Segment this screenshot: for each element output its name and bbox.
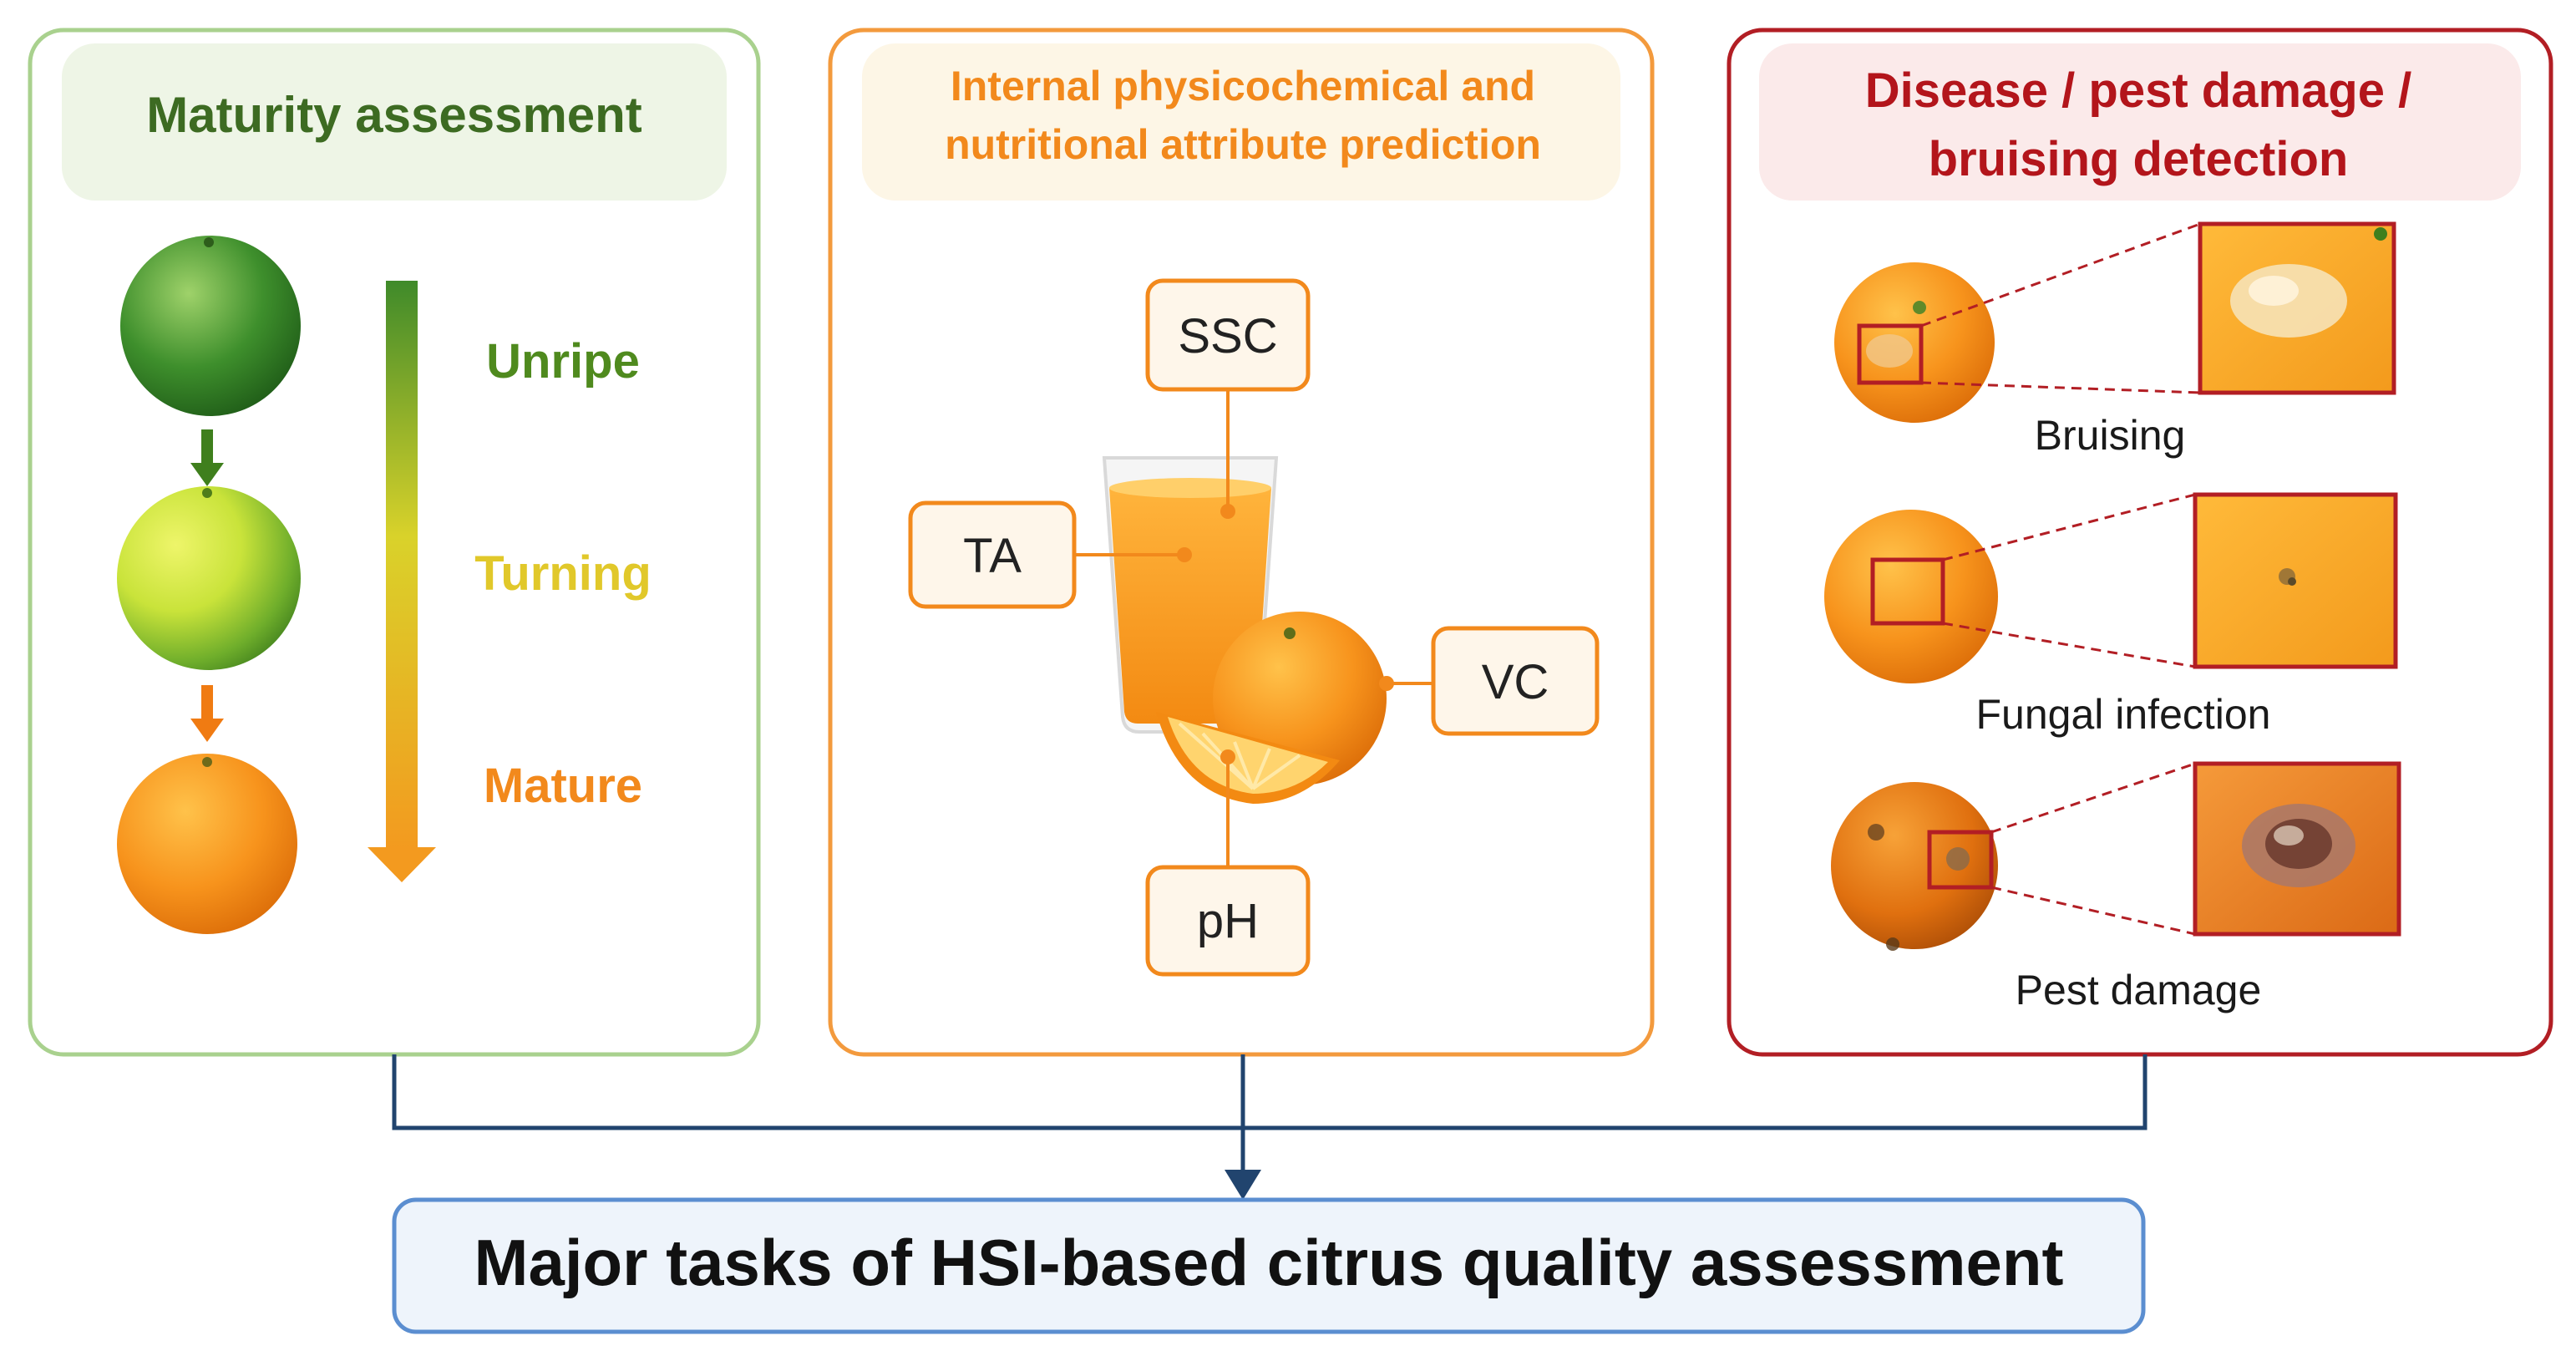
stage-label-turning: Turning	[474, 546, 652, 601]
disease-detection-panel: Disease / pest damage / bruising detecti…	[1727, 28, 2553, 1057]
pest-damage-label: Pest damage	[2016, 967, 2262, 1013]
stage-down-arrow	[190, 429, 224, 486]
attribute-box-ph: pH	[1145, 865, 1311, 977]
attribute-label-ta: TA	[963, 529, 1022, 583]
disease-panel-title-line2: bruising detection	[1929, 132, 2349, 186]
attribute-label-ssc: SSC	[1178, 309, 1277, 363]
attribute-box-vc: VC	[1431, 626, 1600, 736]
yellow-green-orange-icon	[117, 486, 301, 670]
stage-down-arrow	[190, 685, 224, 742]
internal-panel-title-line2: nutritional attribute prediction	[945, 121, 1541, 168]
stage-label-unripe: Unripe	[486, 334, 640, 389]
fungal-orange-icon	[1824, 510, 1998, 683]
disease-panel-title-line1: Disease / pest damage /	[1865, 63, 2411, 118]
summary-title: Major tasks of HSI-based citrus quality …	[474, 1226, 2063, 1299]
pest-damaged-orange-icon	[1831, 782, 1998, 951]
internal-panel-title-line1: Internal physicochemical and	[951, 63, 1535, 109]
green-orange-icon	[120, 236, 301, 416]
attribute-connector-dots	[1177, 504, 1394, 764]
orange-slice-icon	[1156, 712, 1340, 804]
attribute-box-ssc: SSC	[1145, 278, 1311, 392]
stage-label-mature: Mature	[484, 759, 642, 813]
pest-damage-example: Pest damage	[1831, 761, 2401, 1013]
fungal-infection-example: Fungal infection	[1824, 492, 2398, 738]
fungal-infection-label: Fungal infection	[1975, 691, 2270, 738]
pest-zoom-view	[2193, 761, 2401, 937]
summary-connectors	[392, 1054, 2148, 1173]
bruising-zoom-view	[2198, 221, 2396, 395]
ripening-gradient-arrow	[368, 281, 436, 882]
ripe-orange-icon	[117, 754, 297, 934]
roi-box	[1870, 557, 1945, 626]
attribute-label-ph: pH	[1197, 894, 1259, 948]
roi-box	[1927, 830, 1994, 890]
maturity-panel: Maturity assessment Unripe Turning	[28, 28, 761, 1057]
internal-attributes-panel: Internal physicochemical and nutritional…	[828, 28, 1655, 1057]
attribute-box-ta: TA	[908, 500, 1077, 609]
attribute-connectors	[1074, 391, 1433, 867]
maturity-panel-title: Maturity assessment	[146, 87, 642, 143]
summary-arrow-head	[1225, 1170, 1261, 1200]
fungal-zoom-view	[2193, 492, 2398, 669]
roi-box	[1857, 323, 1924, 385]
bruising-example: Bruising	[1834, 221, 2396, 459]
bruising-label: Bruising	[2035, 412, 2186, 459]
attribute-label-vc: VC	[1482, 655, 1549, 709]
summary-box: Major tasks of HSI-based citrus quality …	[392, 1197, 2146, 1334]
